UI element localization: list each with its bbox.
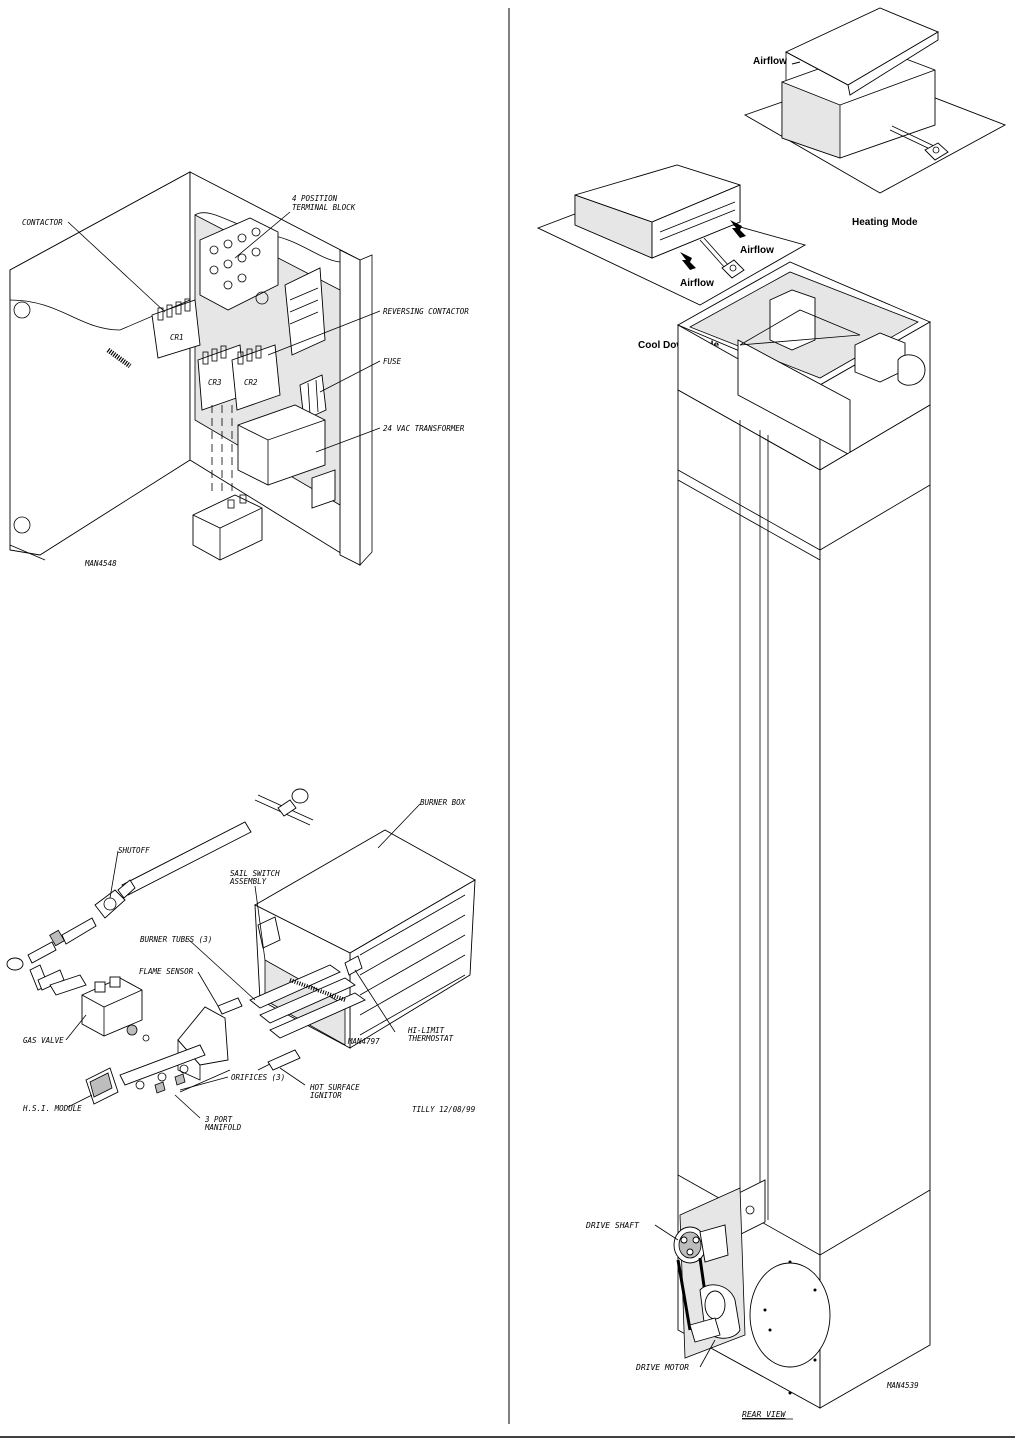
sail-switch-label-1: SAIL SWITCH [230,869,280,878]
orifices-label: ORIFICES (3) [231,1073,285,1082]
shutoff-label: SHUTOFF [118,846,150,855]
cr2-label: CR2 [244,378,258,387]
overload-relay [192,494,263,561]
manifold-label-1: 3 PORT [204,1115,233,1124]
burner-box-label: BURNER BOX [420,798,466,807]
cr3-label: CR3 [208,378,222,387]
shutoff-valve [94,879,136,919]
transformer-label: 24 VAC TRANSFORMER [383,424,465,433]
hot-surface-ignitor [257,1049,301,1071]
burner-assembly-figure: BURNER BOX SHUTOFF SAIL SWITCH ASSEMBLY … [6,788,476,1132]
drive-shaft-label: DRIVE SHAFT [585,1221,640,1230]
hot-surface-label-1: HOT SURFACE [309,1083,360,1092]
airflow-modes-figure: Airflow Heating Mode Airflow Airflow MAN… [536,7,1007,351]
drive-motor [689,1284,741,1343]
rear-view-drawing-id: MAN4539 [886,1381,919,1390]
reversing-contactor: CR3 CR2 [197,344,281,411]
contactor-label: CONTACTOR [22,218,63,227]
heating-mode-label: Heating Mode [852,217,918,228]
burner-tubes [249,964,366,1039]
transformer [237,404,326,486]
control-box-drawing-id: MAN4548 [84,559,117,568]
reversing-contactor-label: REVERSING CONTACTOR [383,307,469,316]
flame-sensor-label: FLAME SENSOR [139,967,194,976]
terminal-block [199,217,279,311]
terminal-block-label-2: TERMINAL BLOCK [292,203,356,212]
gas-valve [81,976,150,1042]
terminal-block-label-1: 4 POSITION [292,194,338,203]
hot-surface-label-2: IGNITOR [310,1091,342,1100]
manifold-label-2: MANIFOLD [204,1123,242,1132]
airflow-arrow-bottom [680,252,696,270]
draftsman-label: TILLY 12/08/99 [412,1105,476,1114]
airflow-top-label: Airflow [753,56,787,67]
hsi-module-label: H.S.I. MODULE [22,1104,82,1113]
door-spring [106,347,132,369]
fuse-label: FUSE [383,357,402,366]
contactor-cr1: CR1 [151,298,201,359]
rear-view-figure: DRIVE SHAFT DRIVE MOTOR MAN4539 REAR VIE… [585,261,932,1420]
airflow-bottom-label: Airflow [680,278,714,289]
drive-motor-label: DRIVE MOTOR [635,1363,689,1372]
airflow-right-label: Airflow [740,245,774,256]
burner-drawing-id: MAN4797 [347,1037,380,1046]
hi-limit-label-1: HI-LIMIT [407,1026,445,1035]
hi-limit-label-2: THERMOSTAT [408,1034,454,1043]
relay-board [255,267,326,356]
drive-shaft-pulley [673,1224,729,1264]
rear-view-title: REAR VIEW [742,1410,787,1419]
sail-switch-label-2: ASSEMBLY [229,877,267,886]
blower-opening [749,1262,831,1368]
control-box-figure: CR1 CR3 CR2 [9,171,469,568]
gas-valve-label: GAS VALVE [23,1036,64,1045]
airflow-arrow-right [730,220,746,238]
dashed-wires [211,405,233,495]
hsi-module [85,1067,119,1105]
airflow-arrow-top [791,61,801,65]
cr1-label: CR1 [170,333,184,342]
burner-tubes-label: BURNER TUBES (3) [140,935,212,944]
